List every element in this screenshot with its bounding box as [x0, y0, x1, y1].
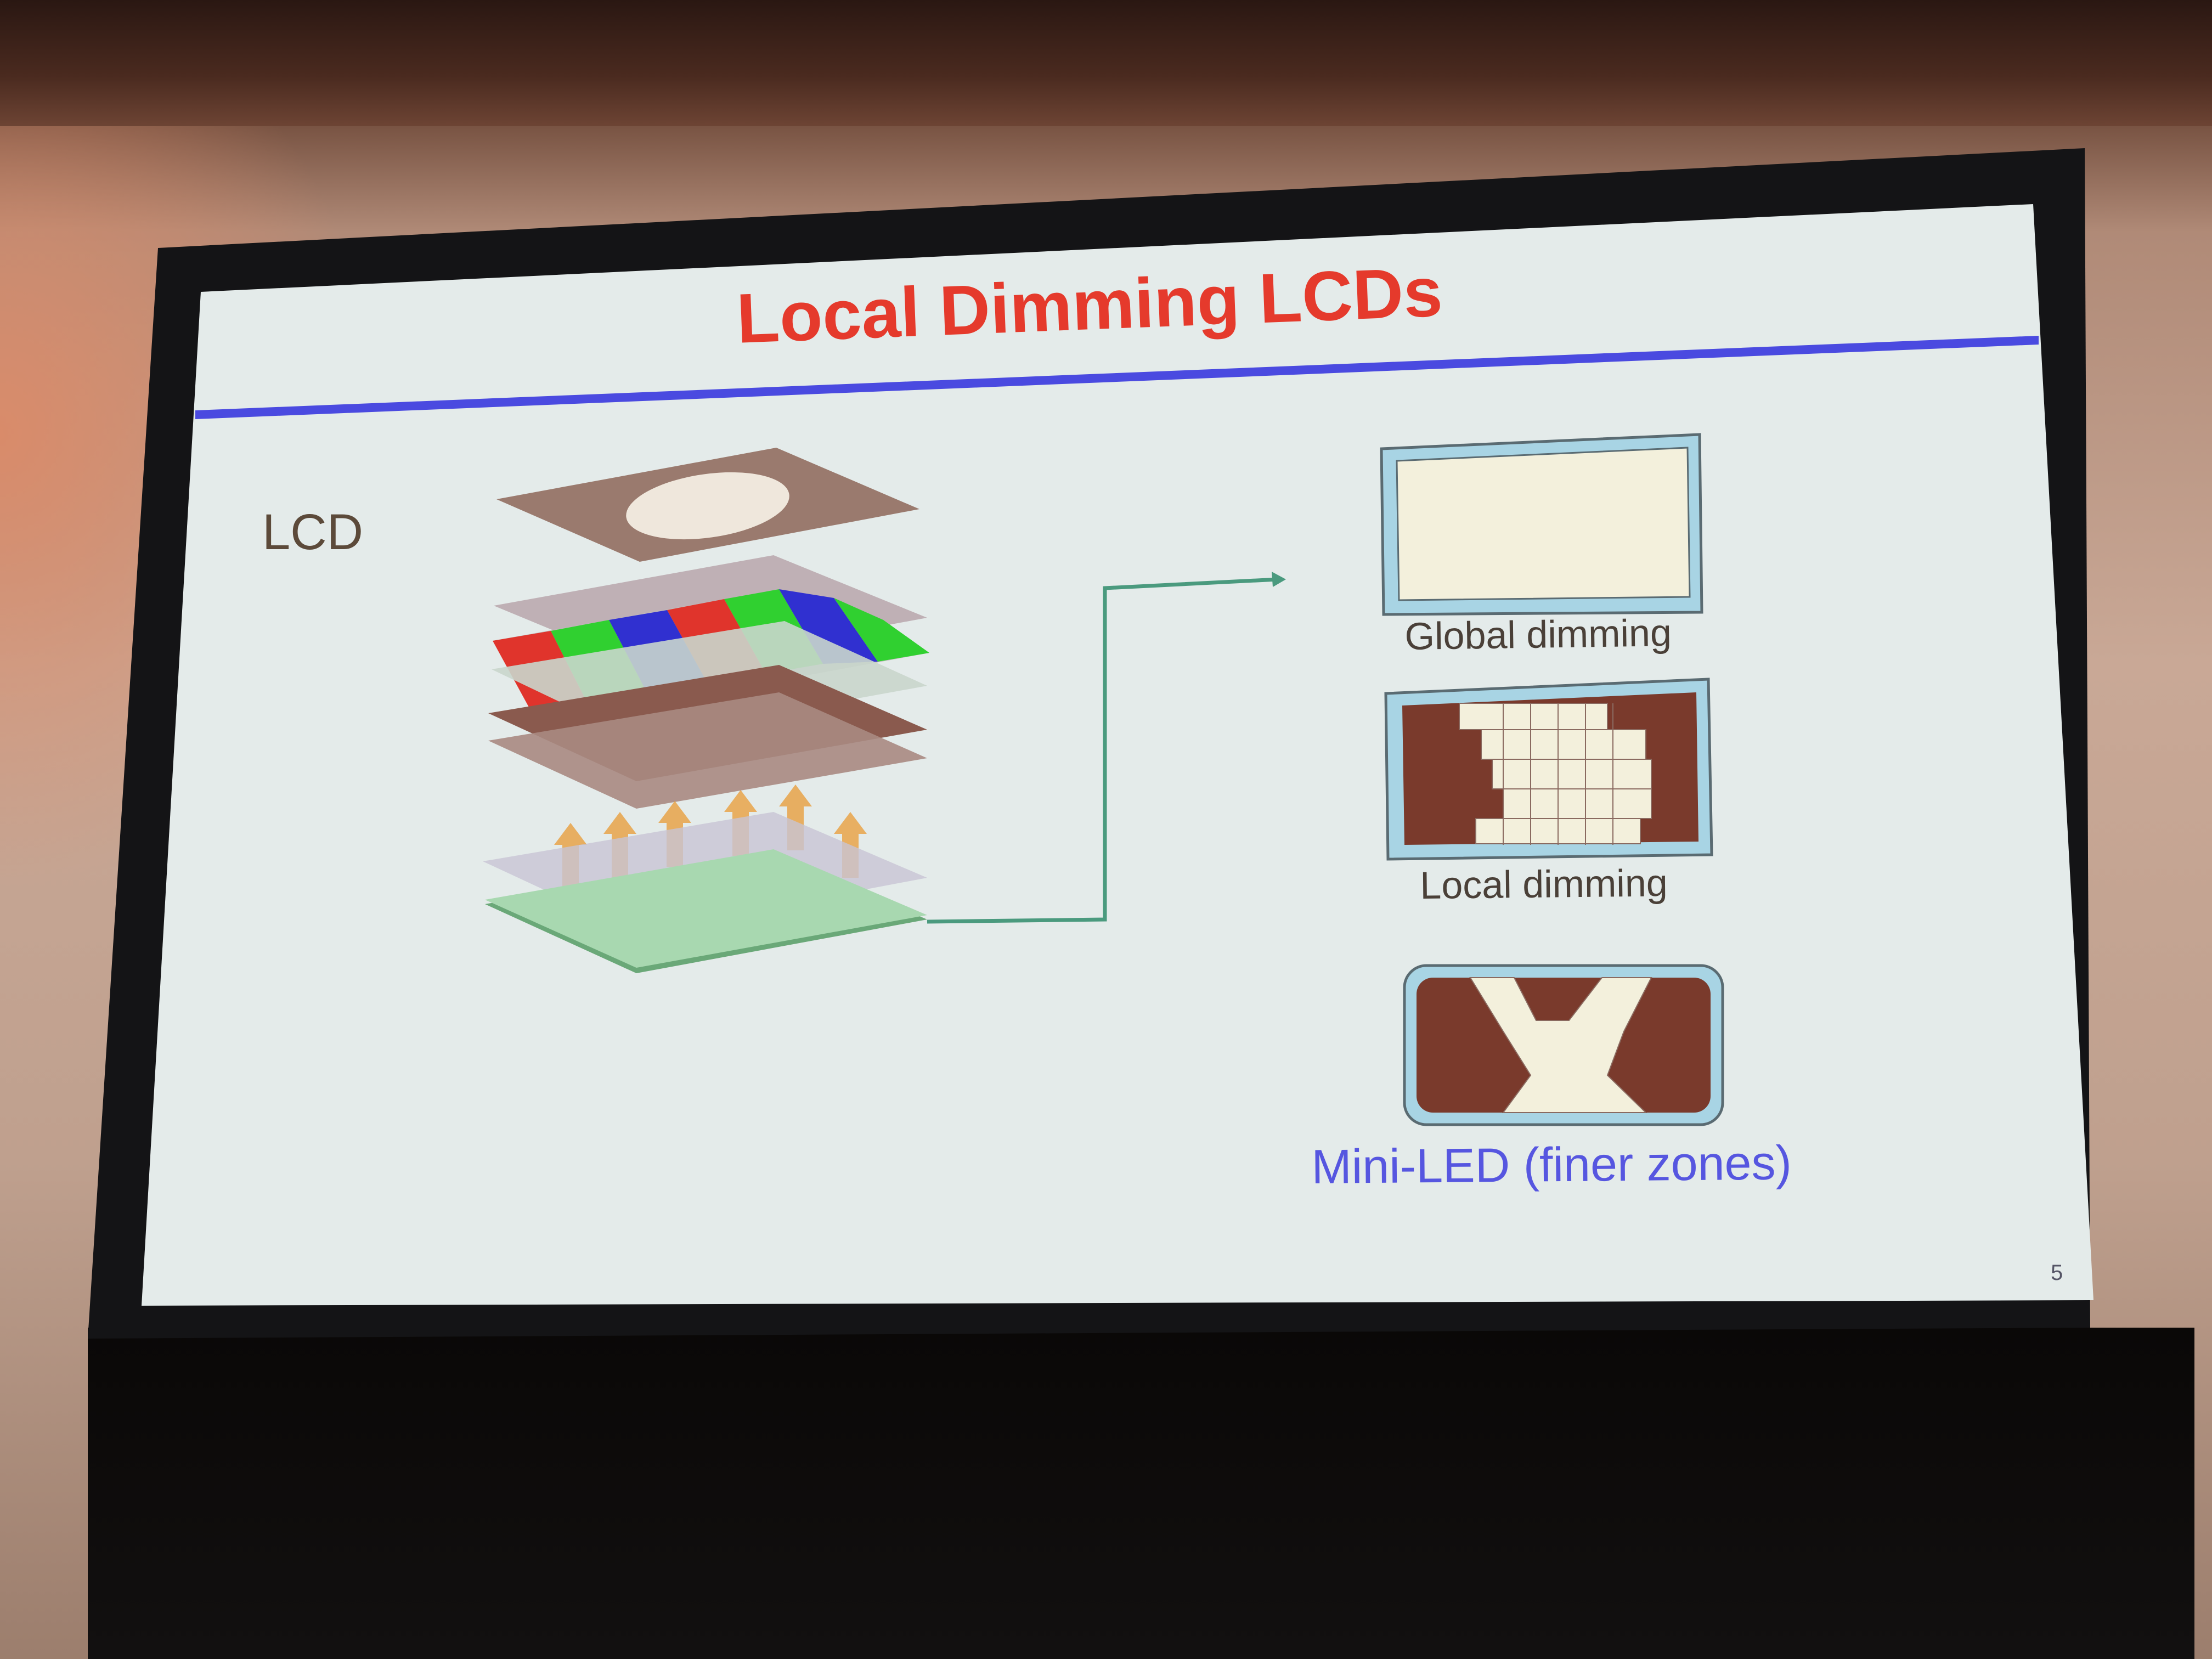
- backlight-surface: [485, 849, 927, 968]
- stage-curtain: [88, 1328, 2194, 1659]
- miniled-label: Mini-LED (finer zones): [1311, 1135, 1792, 1194]
- blue-subpixels-2: [779, 589, 878, 664]
- lcd-stack-illustration: [483, 448, 929, 973]
- local-dimming-label: Local dimming: [1420, 861, 1668, 907]
- local-zone-grid: [1459, 703, 1652, 845]
- connector-arrow: [927, 577, 1279, 924]
- title-rule: [195, 336, 2039, 419]
- arrowhead: [1272, 572, 1286, 587]
- lcd-label: LCD: [262, 504, 364, 560]
- tft-layer-2: [488, 692, 927, 809]
- miniled-zone-grid: [1469, 977, 1652, 1113]
- global-dimming-label: Global dimming: [1404, 611, 1672, 658]
- miniled-panel: [1403, 964, 1724, 1126]
- ceiling: [0, 0, 2212, 126]
- page-number: 5: [2051, 1261, 2063, 1285]
- green-subpixels-3: [834, 598, 929, 662]
- local-dimming-panel: [1384, 678, 1713, 861]
- slide-surface: [142, 204, 2094, 1306]
- global-dimming-panel: [1380, 433, 1703, 616]
- lily-flower: [626, 472, 789, 540]
